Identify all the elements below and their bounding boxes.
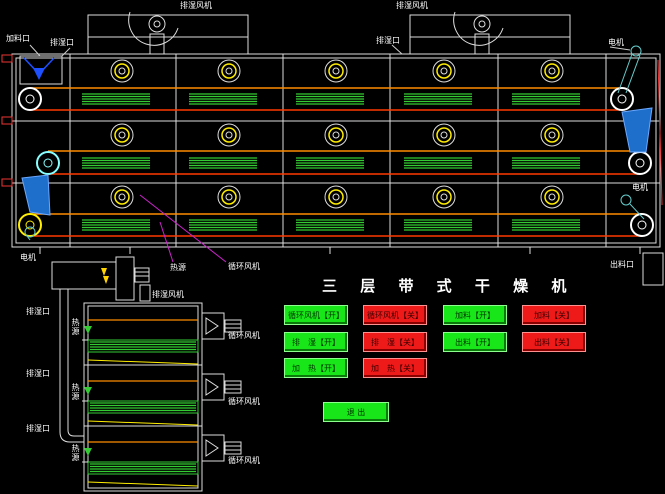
side-heat-source-2-label: 热源 xyxy=(71,383,80,401)
side-circulation-fan-1-label: 循环风机 xyxy=(228,331,260,340)
heater-grid xyxy=(404,219,472,231)
circulation-fan-icon xyxy=(324,59,348,83)
heat-flame-icon xyxy=(101,268,109,284)
feed-on-button[interactable]: 加料【开】 xyxy=(443,305,507,325)
heater-grid xyxy=(82,157,150,169)
circulation-fan-icon xyxy=(217,123,241,147)
circulation-fans xyxy=(110,59,564,209)
exhaust-off-button[interactable]: 排 湿【关】 xyxy=(363,332,427,352)
exhaust-fan-right-label: 排湿风机 xyxy=(396,1,428,10)
circulation-fan-icon xyxy=(217,59,241,83)
heater-grid xyxy=(189,219,257,231)
exhaust-fan-left-label: 排湿风机 xyxy=(180,1,212,10)
heat-off-button[interactable]: 加 热【关】 xyxy=(363,358,427,378)
heater-grid xyxy=(512,219,580,231)
discharge-off-button[interactable]: 出料【关】 xyxy=(522,332,586,352)
side-circulation-fan-2-label: 循环风机 xyxy=(228,397,260,406)
exit-button[interactable]: 退 出 xyxy=(323,402,389,422)
side-layer xyxy=(82,373,242,426)
side-heat-source-1-label: 热源 xyxy=(71,318,80,336)
heater-grid xyxy=(512,157,580,169)
exhaust-port-1-label: 排湿口 xyxy=(50,38,74,47)
heater-grid xyxy=(189,157,257,169)
heater-grid xyxy=(189,93,257,105)
heat-on-button[interactable]: 加 热【开】 xyxy=(284,358,348,378)
circulation-fan-icon xyxy=(432,123,456,147)
exhaust-fan-left-icon xyxy=(128,11,179,55)
motor-drives xyxy=(24,45,645,241)
exhaust-fan-right-icon xyxy=(453,11,504,55)
exhaust-port-2-label: 排湿口 xyxy=(376,36,400,45)
circulation-fan-label: 循环风机 xyxy=(228,262,260,271)
circulation-fan-off-button[interactable]: 循环风机【关】 xyxy=(363,305,427,325)
feed-arrow-icon xyxy=(23,57,55,80)
feed-off-button[interactable]: 加料【关】 xyxy=(522,305,586,325)
feed-port-label: 加料口 xyxy=(6,34,30,43)
circulation-fan-icon xyxy=(324,185,348,209)
circulation-fan-icon xyxy=(324,123,348,147)
side-markers xyxy=(1,54,663,206)
heater-grid xyxy=(82,219,150,231)
circulation-fan-icon xyxy=(540,185,564,209)
side-exhaust-port-3-label: 排湿口 xyxy=(26,424,50,433)
side-exhaust-port-1-label: 排湿口 xyxy=(26,307,50,316)
heat-source-label: 热源 xyxy=(170,263,186,272)
side-exhaust-port-2-label: 排湿口 xyxy=(26,369,50,378)
side-layer xyxy=(82,312,242,365)
circulation-fan-icon xyxy=(110,185,134,209)
heater-grid xyxy=(82,93,150,105)
dryer-frame xyxy=(11,14,664,286)
side-circulation-fan-3-label: 循环风机 xyxy=(228,456,260,465)
circulation-fan-icon xyxy=(540,59,564,83)
exhaust-on-button[interactable]: 排 湿【开】 xyxy=(284,332,348,352)
motor-top-right-label: 电机 xyxy=(608,38,624,47)
circulation-fan-icon xyxy=(432,185,456,209)
motor-left-label: 电机 xyxy=(20,253,36,262)
heater-grid xyxy=(296,157,364,169)
heater-grid xyxy=(296,219,364,231)
leader-lines xyxy=(139,194,227,263)
circulation-fan-on-button[interactable]: 循环风机【开】 xyxy=(284,305,348,325)
circulation-fan-icon xyxy=(110,123,134,147)
heater-grid xyxy=(512,93,580,105)
heater-grid xyxy=(404,157,472,169)
conveyor-belts xyxy=(30,87,642,237)
heater-grid xyxy=(404,93,472,105)
circulation-fan-icon xyxy=(217,185,241,209)
page-title: 三 层 带 式 干 燥 机 xyxy=(322,277,576,295)
circulation-fan-icon xyxy=(432,59,456,83)
motor-right-label: 电机 xyxy=(632,183,648,192)
heater-grids xyxy=(82,93,580,231)
side-exhaust-fan-label: 排湿风机 xyxy=(152,290,184,299)
side-view-layers xyxy=(82,312,242,487)
transfer-chutes xyxy=(21,107,653,216)
discharge-port-label: 出料口 xyxy=(610,260,634,269)
side-layer xyxy=(82,434,242,487)
discharge-on-button[interactable]: 出料【开】 xyxy=(443,332,507,352)
heater-grid xyxy=(296,93,364,105)
circulation-fan-icon xyxy=(110,59,134,83)
circulation-fan-icon xyxy=(540,123,564,147)
belt-rollers xyxy=(18,87,654,237)
side-heat-source-3-label: 热源 xyxy=(71,444,80,462)
label-leaders xyxy=(29,44,631,57)
